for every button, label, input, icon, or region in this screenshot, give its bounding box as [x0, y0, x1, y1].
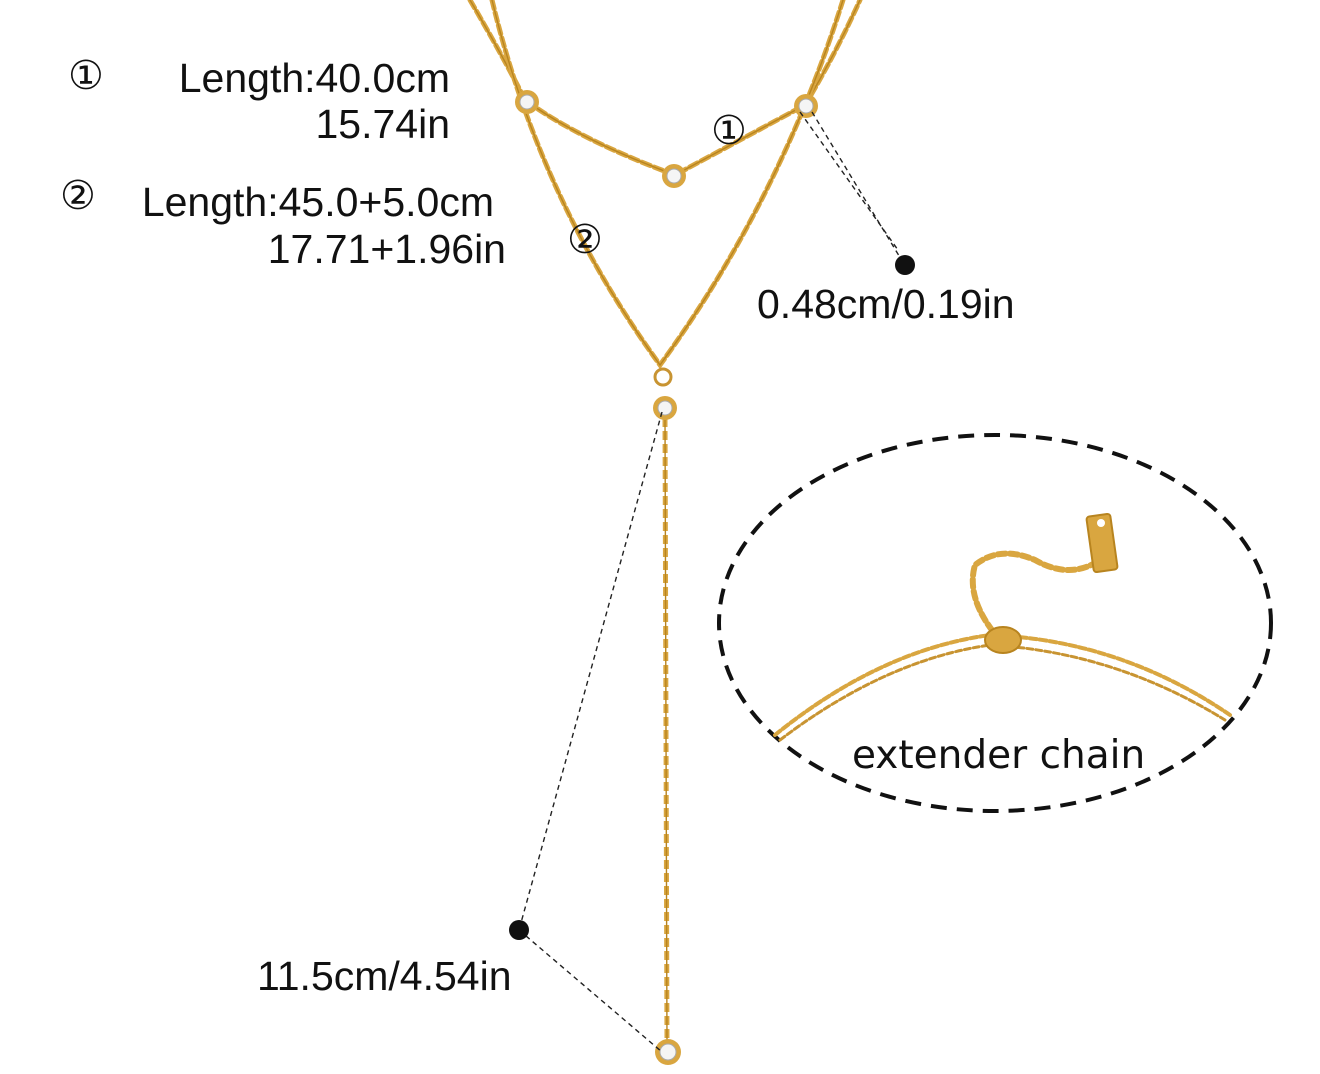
jump-ring — [653, 367, 673, 387]
stone-left — [515, 90, 539, 114]
lobster-clasp — [984, 626, 1022, 654]
spec-2-marker: ② — [60, 173, 96, 219]
stone-drop-bottom — [655, 1039, 681, 1065]
stone-center — [662, 164, 686, 188]
drop-length-dot — [509, 920, 529, 940]
drop-length-callout — [518, 411, 663, 1053]
drop-chain — [662, 417, 670, 1046]
spec-1-marker: ① — [68, 53, 104, 99]
extender-tag — [1085, 512, 1119, 574]
extender-zoom-ellipse — [717, 433, 1273, 813]
chain-1-marker: ① — [711, 108, 747, 154]
spec-1-length-cm: Length:40.0cm — [178, 55, 450, 101]
spec-2-length-in: 17.71+1.96in — [267, 226, 506, 272]
stone-size-callout — [799, 111, 905, 265]
stone-size-label: 0.48cm/0.19in — [757, 281, 1015, 327]
chain-2 — [489, 0, 846, 370]
spec-1-length-in: 15.74in — [315, 101, 450, 147]
stone-drop-top — [653, 396, 677, 420]
stone-size-dot — [895, 255, 915, 275]
drop-length-label: 11.5cm/4.54in — [257, 953, 512, 999]
extender-chain-label: extender chain — [852, 733, 1146, 778]
stone-right — [794, 94, 818, 118]
chain-1 — [467, 0, 863, 178]
chain-2-marker: ② — [567, 217, 603, 263]
spec-2-length-cm: Length:45.0+5.0cm — [141, 179, 494, 225]
